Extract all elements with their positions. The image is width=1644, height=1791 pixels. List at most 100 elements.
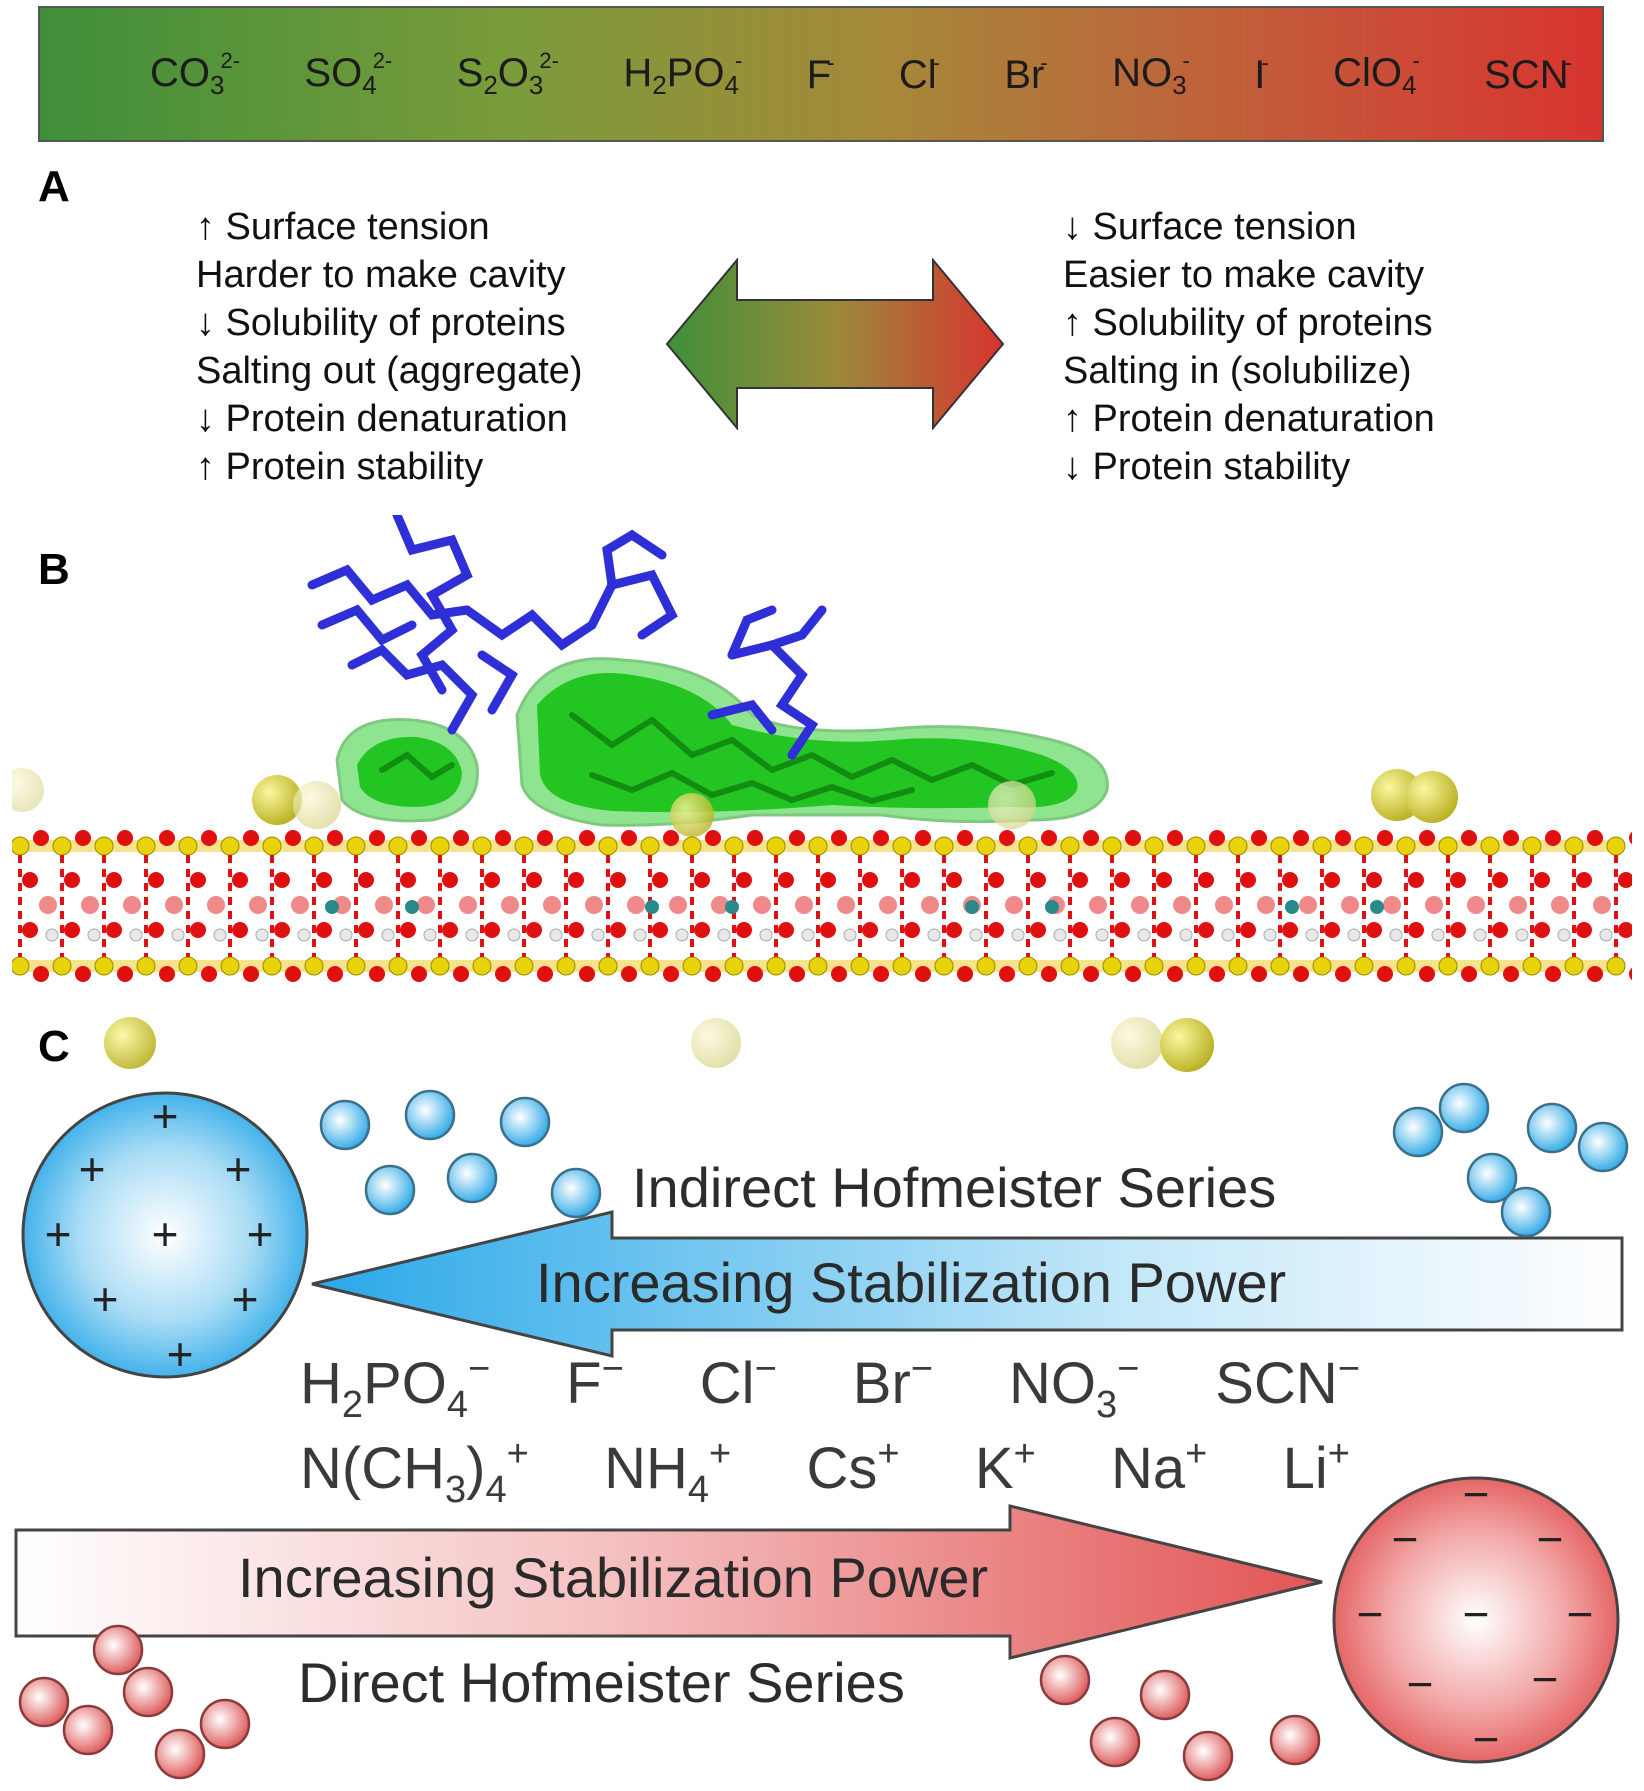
cation-4: Na+	[1110, 1433, 1208, 1501]
oxygen-atom	[568, 922, 584, 938]
oxygen-atom	[873, 830, 889, 846]
hydrogen-atom	[213, 928, 227, 942]
oxygen-atom	[1251, 830, 1267, 846]
silicon-atom	[1606, 836, 1626, 856]
hydroxyl-atom	[1551, 896, 1569, 914]
hydrogen-atom	[969, 928, 983, 942]
silicon-atom	[136, 956, 156, 976]
hydrogen-atom	[1305, 928, 1319, 942]
hydroxyl-atom	[837, 896, 855, 914]
oxygen-atom	[1461, 966, 1477, 982]
oxygen-atom	[1198, 872, 1214, 888]
oxygen-atom	[148, 922, 164, 938]
hydrogen-atom	[507, 928, 521, 942]
oxygen-atom	[33, 830, 49, 846]
oxygen-atom	[1492, 872, 1508, 888]
oxygen-atom	[106, 872, 122, 888]
oxygen-atom	[232, 872, 248, 888]
oxygen-atom	[453, 966, 469, 982]
oxygen-atom	[232, 922, 248, 938]
oxygen-atom	[159, 966, 175, 982]
hydrogen-atom	[1389, 928, 1403, 942]
positive-charge-signs: +++++++++	[45, 1090, 274, 1380]
cation-5: Li+	[1282, 1433, 1350, 1501]
oxygen-atom	[705, 966, 721, 982]
oxygen-atom	[526, 922, 542, 938]
silicon-atom	[976, 956, 996, 976]
oxygen-atom	[1125, 966, 1141, 982]
oxygen-atom	[537, 966, 553, 982]
oxygen-atom	[1114, 922, 1130, 938]
cation-spheres	[18, 1624, 1321, 1782]
hydrogen-atom	[1347, 928, 1361, 942]
indirect-series-arrow	[311, 1210, 1624, 1358]
oxygen-atom	[1240, 922, 1256, 938]
silicon-atom	[94, 836, 114, 856]
minus-sign: −	[1463, 1468, 1490, 1520]
anion-5: SCN−	[1215, 1348, 1360, 1416]
hydrogen-atom	[297, 928, 311, 942]
silicon-atom	[1564, 836, 1584, 856]
oxygen-atom	[33, 966, 49, 982]
hydroxyl-atom	[795, 896, 813, 914]
silicon-atom	[136, 836, 156, 856]
oxygen-atom	[1377, 830, 1393, 846]
plus-sign: +	[225, 1143, 252, 1195]
panel-label-b: B	[38, 545, 70, 594]
oxygen-atom	[495, 966, 511, 982]
hydroxyl-atom	[669, 896, 687, 914]
oxygen-atom	[862, 872, 878, 888]
oxygen-atom	[1209, 966, 1225, 982]
oxygen-atom	[621, 966, 637, 982]
oxygen-atom	[873, 966, 889, 982]
oxygen-atom	[915, 830, 931, 846]
hydroxyl-atom	[1089, 896, 1107, 914]
oxygen-atom	[1629, 967, 1632, 981]
oxygen-atom	[1419, 830, 1435, 846]
oxygen-atom	[1587, 830, 1603, 846]
oxygen-atom	[1629, 831, 1632, 845]
silicon-atom	[1564, 956, 1584, 976]
plus-sign: +	[247, 1208, 274, 1260]
cation-2: Cs+	[806, 1433, 900, 1501]
plus-sign: +	[92, 1273, 119, 1325]
plus-sign: +	[45, 1208, 72, 1260]
counterion-atom	[325, 900, 339, 914]
silicon-atom	[346, 956, 366, 976]
hydroxyl-atom	[1215, 896, 1233, 914]
oxygen-atom	[22, 922, 38, 938]
silicon-atom	[1018, 836, 1038, 856]
oxygen-atom	[411, 830, 427, 846]
hydroxyl-atom	[585, 896, 603, 914]
cation-series-row: N(CH3)4+NH4+Cs+K+Na+Li+	[300, 1433, 1350, 1512]
oxygen-atom	[694, 922, 710, 938]
hydrogen-atom	[171, 928, 185, 942]
bar-ion-2: S2O32-	[456, 47, 559, 100]
oxygen-atom	[946, 922, 962, 938]
oxygen-atom	[1545, 830, 1561, 846]
oxygen-atom	[190, 872, 206, 888]
oxygen-atom	[1072, 872, 1088, 888]
silicon-atom	[514, 836, 534, 856]
hydroxyl-atom	[1341, 896, 1359, 914]
silicon-atom	[934, 836, 954, 856]
silicon-atom	[1396, 956, 1416, 976]
silicon-atom	[682, 836, 702, 856]
left-property-1: Harder to make cavity	[196, 254, 566, 296]
silicon-atom	[1060, 836, 1080, 856]
oxygen-atom	[621, 830, 637, 846]
silicon-atom	[1228, 956, 1248, 976]
right-property-3: Salting in (solubilize)	[1063, 350, 1412, 392]
hydroxyl-atom	[1593, 896, 1611, 914]
oxygen-atom	[1167, 966, 1183, 982]
silicon-atom	[388, 836, 408, 856]
silicon-atom	[1312, 836, 1332, 856]
oxygen-atom	[663, 830, 679, 846]
hydrogen-atom	[1431, 928, 1445, 942]
right-property-4: ↑ Protein denaturation	[1063, 398, 1435, 440]
direct-series-arrow	[14, 1504, 1323, 1660]
silicon-atom	[724, 836, 744, 856]
left-property-0: ↑ Surface tension	[196, 206, 490, 248]
anion-series-row: H2PO4−F−Cl−Br−NO3−SCN−	[300, 1348, 1360, 1427]
peptide-surface	[335, 657, 1109, 827]
